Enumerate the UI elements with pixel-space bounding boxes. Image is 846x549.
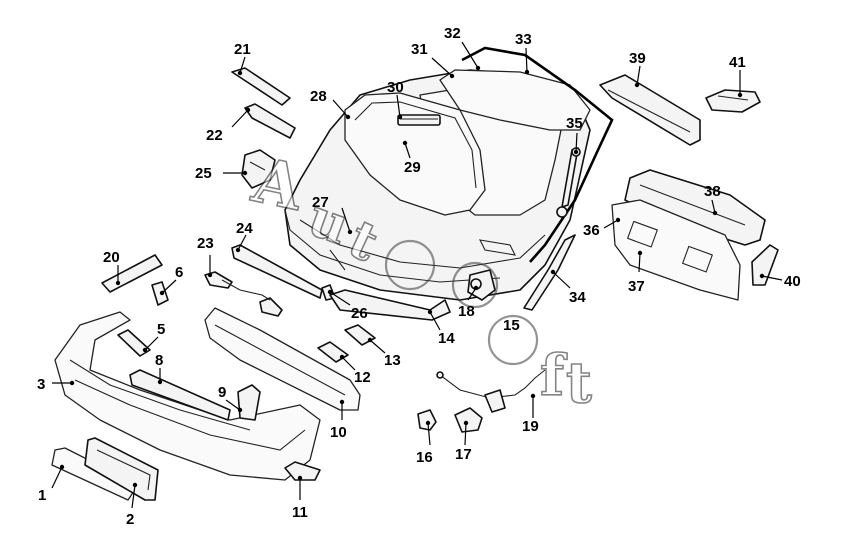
callout-38: 38 bbox=[704, 183, 721, 200]
callout-37: 37 bbox=[628, 278, 645, 295]
wiring-connector bbox=[705, 89, 761, 113]
callout-22: 22 bbox=[206, 127, 223, 144]
callout-16: 16 bbox=[416, 449, 433, 466]
hinge-arm bbox=[244, 103, 296, 139]
callout-12: 12 bbox=[354, 369, 371, 386]
callout-36: 36 bbox=[583, 222, 600, 239]
callout-41: 41 bbox=[729, 54, 746, 71]
callout-31: 31 bbox=[411, 41, 428, 58]
callout-26: 26 bbox=[351, 305, 368, 322]
reflector-13 bbox=[344, 324, 376, 346]
callout-39: 39 bbox=[629, 50, 646, 67]
rear-window bbox=[344, 92, 486, 216]
callout-18: 18 bbox=[458, 303, 475, 320]
callout-20: 20 bbox=[103, 249, 120, 266]
wiring-harness-19 bbox=[436, 369, 546, 413]
bumper-lower-trim-14 bbox=[329, 289, 451, 321]
trim-clip-23 bbox=[204, 271, 283, 317]
callout-11: 11 bbox=[292, 504, 308, 521]
leaders bbox=[51, 41, 783, 509]
callout-32: 32 bbox=[444, 25, 461, 42]
tailgate-trim-24 bbox=[231, 244, 323, 299]
trim-end-cap bbox=[751, 244, 779, 286]
svg-text:f: f bbox=[540, 343, 568, 409]
callout-19: 19 bbox=[522, 418, 539, 435]
rear-bumper bbox=[54, 311, 321, 481]
callout-15: 15 bbox=[503, 317, 520, 334]
svg-text:t: t bbox=[566, 350, 592, 416]
callout-3: 3 bbox=[37, 376, 45, 393]
callout-25: 25 bbox=[195, 165, 212, 182]
rear-wiper-motor bbox=[467, 269, 496, 301]
callout-28: 28 bbox=[310, 88, 327, 105]
spoiler bbox=[439, 69, 591, 131]
tailgate-hinge bbox=[241, 149, 276, 189]
license-plate-holder bbox=[84, 437, 159, 501]
callout-10: 10 bbox=[330, 424, 347, 441]
callout-1: 1 bbox=[38, 487, 46, 504]
energy-absorber bbox=[204, 307, 361, 411]
callout-9: 9 bbox=[218, 384, 226, 401]
bumper-beam-8 bbox=[129, 369, 231, 421]
brake-light bbox=[397, 114, 441, 126]
rear-header-panel bbox=[599, 74, 701, 146]
callout-34: 34 bbox=[569, 289, 586, 306]
svg-text:u: u bbox=[301, 187, 357, 257]
callout-labels: 1 2 3 5 6 8 9 10 11 12 13 14 15 16 17 18… bbox=[37, 25, 801, 528]
callout-6: 6 bbox=[175, 264, 183, 281]
callout-2: 2 bbox=[126, 511, 134, 528]
bumper-bracket-9 bbox=[237, 384, 261, 421]
callout-23: 23 bbox=[197, 235, 214, 252]
callout-17: 17 bbox=[455, 446, 472, 463]
tailgate-seal bbox=[461, 46, 614, 263]
callout-35: 35 bbox=[566, 115, 583, 132]
callout-24: 24 bbox=[236, 220, 253, 237]
callout-21: 21 bbox=[234, 41, 251, 58]
bumper-end-bracket bbox=[284, 461, 321, 481]
callout-29: 29 bbox=[404, 159, 421, 176]
bumper-bracket-5 bbox=[117, 329, 151, 357]
callout-8: 8 bbox=[155, 352, 163, 369]
callout-30: 30 bbox=[387, 79, 404, 96]
number-plate-panel bbox=[611, 199, 741, 301]
callout-5: 5 bbox=[157, 321, 165, 338]
callout-14: 14 bbox=[438, 330, 455, 347]
side-trim-strip bbox=[523, 234, 576, 311]
callout-13: 13 bbox=[384, 352, 401, 369]
callout-33: 33 bbox=[515, 31, 532, 48]
sensor-17 bbox=[454, 407, 483, 433]
sensor-16 bbox=[417, 409, 437, 431]
callout-40: 40 bbox=[784, 273, 801, 290]
callout-27: 27 bbox=[312, 194, 329, 211]
